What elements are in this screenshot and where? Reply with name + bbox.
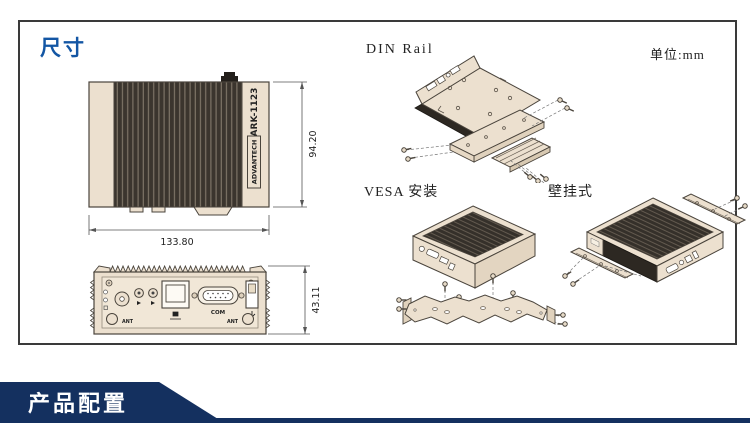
top-fin-zigzag [109,264,246,274]
lan-port [161,280,190,309]
antenna-label-left: ANT [122,319,134,325]
front-view-drawing: ARK-1123 ADVANTECH 94.20 133.80 [88,72,319,248]
dimensions-panel: 尺寸 DIN Rail 单位:mm VESA 安装 壁挂式 ARK-1123 A… [18,20,749,345]
com-screw [238,292,245,299]
top-connector-bump [221,76,238,84]
screw-icon [561,269,574,280]
height-dimension-lines [273,81,307,208]
banner-underline [0,418,750,423]
arrowhead [300,82,304,89]
depth-dimension-lines [268,265,310,335]
lan-icon [170,311,181,320]
screw-icon [556,321,568,327]
arrowhead [303,266,307,273]
audio-icon [137,301,141,305]
front-ports [418,245,456,271]
screw-dot [108,282,110,284]
assembly-guides [405,99,566,183]
unit-label: 单位:mm [650,47,705,62]
front-ports [665,250,700,274]
device-io-edge [415,55,481,105]
screw-icon [556,96,569,106]
led-indicator [103,289,108,295]
antenna-hole-right [242,313,254,325]
device-right-face [474,233,536,289]
led-indicator [103,297,108,303]
model-label: ARK-1123 [250,88,260,137]
screw-icon [404,154,417,163]
left-side-fins [89,279,95,329]
wall-mount-label: 壁挂式 [548,185,593,200]
bracket-holes [695,201,731,221]
arrowhead [89,228,96,232]
dimensions-title: 尺寸 [40,36,86,60]
wall-mount-diagram [561,193,749,288]
vesa-plate [404,294,548,325]
screw-icon [728,194,741,204]
antenna-hole-left [106,313,118,325]
foot [151,206,166,213]
vesa-right-flange [546,305,556,325]
device-heatsink-top [596,203,714,260]
din-rail-diagram [400,55,576,183]
brand-logo: ADVANTECH [251,140,259,185]
lan-port-inner [165,284,186,303]
mounting-holes [437,77,513,117]
com-port-inner [202,290,234,301]
usb-port-inner [248,283,256,294]
bracket-holes [466,118,526,147]
right-shoulder [249,265,267,273]
top-connector-cap [224,72,235,77]
product-config-banner: 产品配置 [0,382,750,423]
brand-logo-box [247,135,261,189]
screw-icon [554,312,566,318]
left-shoulder [93,265,111,273]
foot [129,206,144,213]
audio-jack-hole [137,291,141,295]
device-heatsink-top [422,211,524,258]
screw-icon [563,104,576,114]
com-screw [191,292,198,299]
cap-label [590,237,600,248]
audio-jack-hole [151,291,155,295]
heatsink-fins [113,81,243,208]
screw-icon [400,145,413,154]
din-rail-label: DIN Rail [366,42,434,57]
com-pins [207,292,229,299]
bottom-connector [193,206,233,216]
vesa-plate-holes [413,306,543,315]
product-config-title: 产品配置 [28,392,129,417]
width-dimension-value: 133.80 [160,237,193,248]
vesa-mount-diagram [396,205,568,327]
antenna-label-right: ANT [227,319,239,325]
reset-hole [103,305,108,310]
arrowhead [303,327,307,334]
width-dimension-lines [88,215,270,235]
din-bracket-end [449,143,475,163]
vesa-mount-label: VESA 安装 [364,185,439,200]
audio-icon [151,301,155,305]
io-view-drawing: COM ANT ANT 43.11 [89,264,322,335]
arrowhead [262,228,269,232]
screw-icon [442,281,448,293]
screw-icon [736,202,749,212]
arrowhead [300,200,304,207]
wall-bracket-upper [681,193,747,225]
edge-ports [425,65,461,92]
height-dimension-value: 94.20 [308,130,319,157]
depth-dimension-value: 43.11 [311,286,322,313]
right-side-fins [265,279,271,329]
power-jack-pin [119,296,125,302]
screw-icon [569,277,582,288]
com-port-label: COM [211,310,225,316]
